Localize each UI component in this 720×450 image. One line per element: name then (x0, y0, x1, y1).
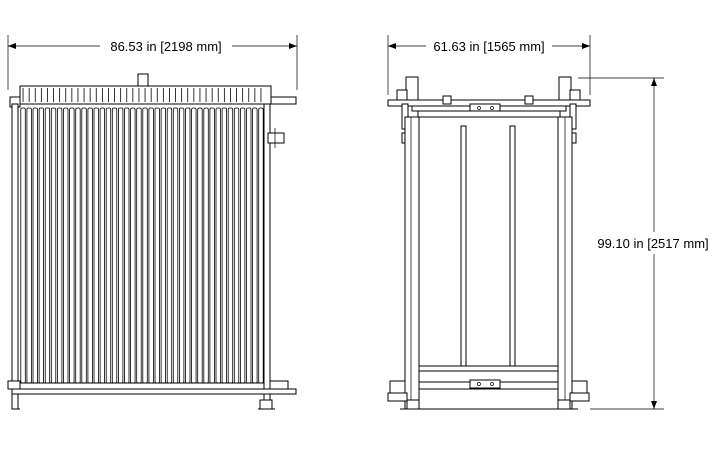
membrane-tube (252, 107, 258, 384)
membrane-tube (160, 107, 167, 384)
membrane-tube (105, 107, 112, 384)
front-width-label: 86.53 in [2198 mm] (110, 39, 221, 54)
membrane-tube (20, 107, 26, 384)
membrane-tube (38, 107, 44, 384)
membrane-tube (233, 107, 240, 384)
membrane-tube (118, 107, 124, 384)
membrane-tube (166, 107, 173, 384)
membrane-tube (246, 107, 252, 384)
side-width-dimension: 61.63 in [1565 mm] (387, 35, 591, 95)
membrane-tube (63, 107, 69, 384)
membrane-tube (75, 107, 81, 384)
height-dimension: 99.10 in [2517 mm] (578, 77, 709, 410)
front-header-teeth (22, 88, 262, 102)
membrane-tube (44, 107, 51, 384)
membrane-tube (130, 107, 136, 384)
membrane-tube (50, 107, 57, 384)
side-width-label: 61.63 in [1565 mm] (433, 39, 544, 54)
membrane-tube (197, 107, 203, 384)
membrane-tube (69, 107, 75, 384)
membrane-tube (203, 107, 209, 384)
membrane-tube (111, 107, 118, 384)
membrane-tube (239, 107, 246, 384)
membrane-tube (87, 107, 93, 384)
membrane-tube (124, 107, 130, 384)
front-width-dimension: 86.53 in [2198 mm] (7, 35, 298, 90)
membrane-tube (209, 107, 215, 384)
front-view: 86.53 in [2198 mm] (7, 35, 298, 410)
membrane-tube (148, 107, 154, 384)
membrane-tube (215, 107, 221, 384)
front-membrane-tubes (20, 107, 264, 384)
membrane-tube (172, 107, 179, 384)
membrane-tube (221, 107, 228, 384)
membrane-tube (26, 107, 32, 384)
membrane-tube (227, 107, 234, 384)
membrane-tube (57, 107, 63, 384)
height-label: 99.10 in [2517 mm] (597, 236, 708, 251)
membrane-tube (191, 107, 197, 384)
membrane-tube (185, 107, 191, 384)
membrane-tube (258, 107, 264, 384)
membrane-tube (99, 107, 105, 384)
membrane-tube (154, 107, 160, 384)
membrane-tube (81, 107, 87, 384)
membrane-tube (93, 107, 99, 384)
membrane-tube (32, 107, 38, 384)
side-view: 61.63 in [1565 mm] 99.10 in [2517 mm] (387, 35, 709, 410)
membrane-tube (178, 107, 185, 384)
membrane-tube (136, 107, 142, 384)
membrane-tube (142, 107, 148, 384)
